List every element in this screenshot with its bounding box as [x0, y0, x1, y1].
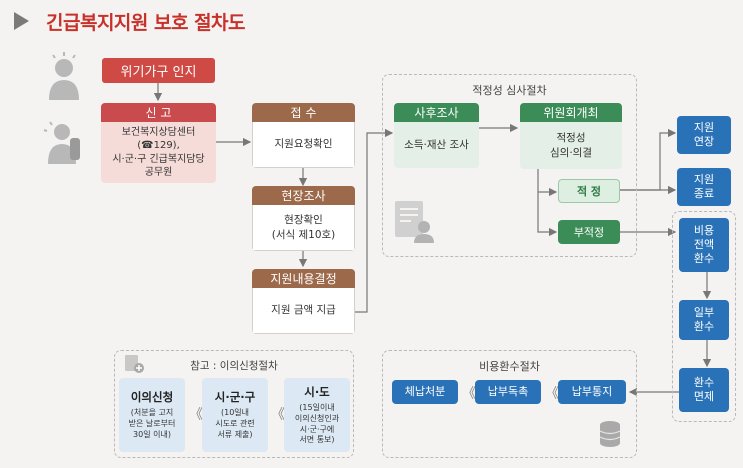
document-person-icon [395, 201, 434, 243]
support-decision-card: 지원내용결정 지원 금액 지급 [252, 269, 355, 334]
database-icon [599, 421, 621, 447]
objection-step-title: 이의신청 [130, 390, 174, 405]
objection-step-apply: 이의신청 (처분을 고지 받은 날로부터 30일 이내) [119, 378, 185, 452]
chevron-left-icon: 《 [545, 386, 559, 402]
refund-section [382, 350, 637, 458]
chevron-left-icon: 《 [271, 407, 285, 423]
objection-step-desc: 30일 이내) [133, 429, 171, 439]
extend-line: 연장 [693, 135, 715, 148]
report-header: 신 고 [101, 103, 216, 122]
refund-exempt-box: 환수 면제 [679, 368, 729, 412]
crisis-household-box: 위기가구 인지 [102, 58, 215, 83]
refund-label: 비용환수절차 [479, 360, 540, 373]
support-end-box: 지원 종료 [677, 168, 731, 206]
objection-step-province: 시·도 (15일이내 이의신청인과 시·군·구에 서면 통보) [284, 378, 350, 452]
decision-body: 지원 금액 지급 [252, 288, 355, 334]
report-line: 공무원 [144, 167, 173, 178]
partial-line: 환수 [693, 320, 715, 333]
committee-card: 위원회개최 적정성 심의·의결 [520, 103, 622, 169]
objection-step-desc: 시·군·구에 [299, 424, 335, 434]
end-line: 종료 [693, 187, 715, 200]
support-extension-box: 지원 연장 [677, 116, 731, 154]
objection-step-desc: 서면 통보) [299, 435, 335, 445]
improper-pill: 부적정 [558, 220, 620, 244]
person-icon [49, 52, 79, 100]
objection-section [114, 350, 354, 458]
objection-step-desc: (15일이내 [299, 402, 335, 412]
exempt-line: 면제 [693, 390, 715, 403]
report-line: 보건복지상담센터(☎129), [121, 126, 196, 152]
committee-body: 적정성 심의·의결 [520, 122, 622, 169]
field-line: 현장확인 [284, 214, 323, 227]
receipt-header: 접 수 [252, 103, 355, 122]
refund-step-disposition: 체납처분 [392, 380, 458, 404]
objection-step-desc: (처분을 고지 [130, 408, 174, 418]
chevron-left-icon: 《 [189, 407, 203, 423]
exempt-line: 환수 [693, 375, 715, 389]
post-body: 소득·재산 조사 [394, 122, 479, 168]
partial-refund-box: 일부 환수 [679, 300, 729, 340]
decision-header: 지원내용결정 [252, 269, 355, 288]
objection-step-municipal: 시·군·구 (10일내 시도로 관련 서류 제출) [202, 378, 268, 452]
field-body: 현장확인 (서식 제10호) [252, 205, 355, 251]
end-line: 지원 [693, 172, 715, 186]
post-investigation-card: 사후조사 소득·재산 조사 [394, 103, 479, 168]
receipt-card: 접 수 지원요청확인 [252, 103, 355, 168]
refund-step-notice: 납부통지 [558, 380, 626, 404]
page-title: 긴급복지지원 보호 절차도 [46, 12, 246, 34]
refund-types-section [672, 211, 736, 422]
full-refund-box: 비용 전액 환수 [679, 218, 729, 272]
post-header: 사후조사 [394, 103, 479, 122]
field-investigation-card: 현장조사 현장확인 (서식 제10호) [252, 186, 355, 251]
phone-caller-icon [43, 121, 80, 164]
field-line: (서식 제10호) [271, 228, 336, 241]
full-line: 비용 [693, 223, 715, 237]
full-line: 전액 [693, 237, 715, 251]
review-section [382, 74, 637, 257]
objection-step-desc: 이의신청인과 [294, 413, 340, 423]
report-line: 시·군·구 긴급복지담당 [112, 153, 205, 165]
proper-pill: 적 정 [558, 179, 620, 203]
extend-line: 지원 [693, 120, 715, 134]
objection-step-title: 시·군·구 [214, 390, 256, 405]
objection-label: 참고 : 이의신청절차 [190, 360, 278, 372]
refund-step-reminder: 납부독촉 [475, 380, 541, 404]
chevron-left-icon: 《 [462, 386, 476, 402]
objection-step-title: 시·도 [304, 384, 330, 399]
report-body: 보건복지상담센터(☎129), 시·군·구 긴급복지담당 공무원 [101, 122, 216, 183]
document-add-icon [125, 355, 144, 373]
partial-line: 일부 [693, 305, 715, 319]
receipt-body: 지원요청확인 [252, 122, 355, 168]
committee-header: 위원회개최 [520, 103, 622, 122]
report-card: 신 고 보건복지상담센터(☎129), 시·군·구 긴급복지담당 공무원 [101, 103, 216, 183]
full-line: 환수 [693, 252, 715, 266]
committee-line: 심의·의결 [550, 146, 592, 159]
objection-step-desc: 서류 제출) [217, 429, 253, 439]
committee-line: 적정성 [556, 132, 586, 145]
field-header: 현장조사 [252, 186, 355, 205]
objection-step-desc: 받은 날로부터 [128, 419, 176, 429]
review-label: 적정성 심사절차 [472, 84, 547, 97]
title-triangle-icon [14, 12, 29, 30]
objection-step-desc: (10일내 [220, 408, 250, 418]
objection-step-desc: 시도로 관련 [215, 419, 255, 429]
